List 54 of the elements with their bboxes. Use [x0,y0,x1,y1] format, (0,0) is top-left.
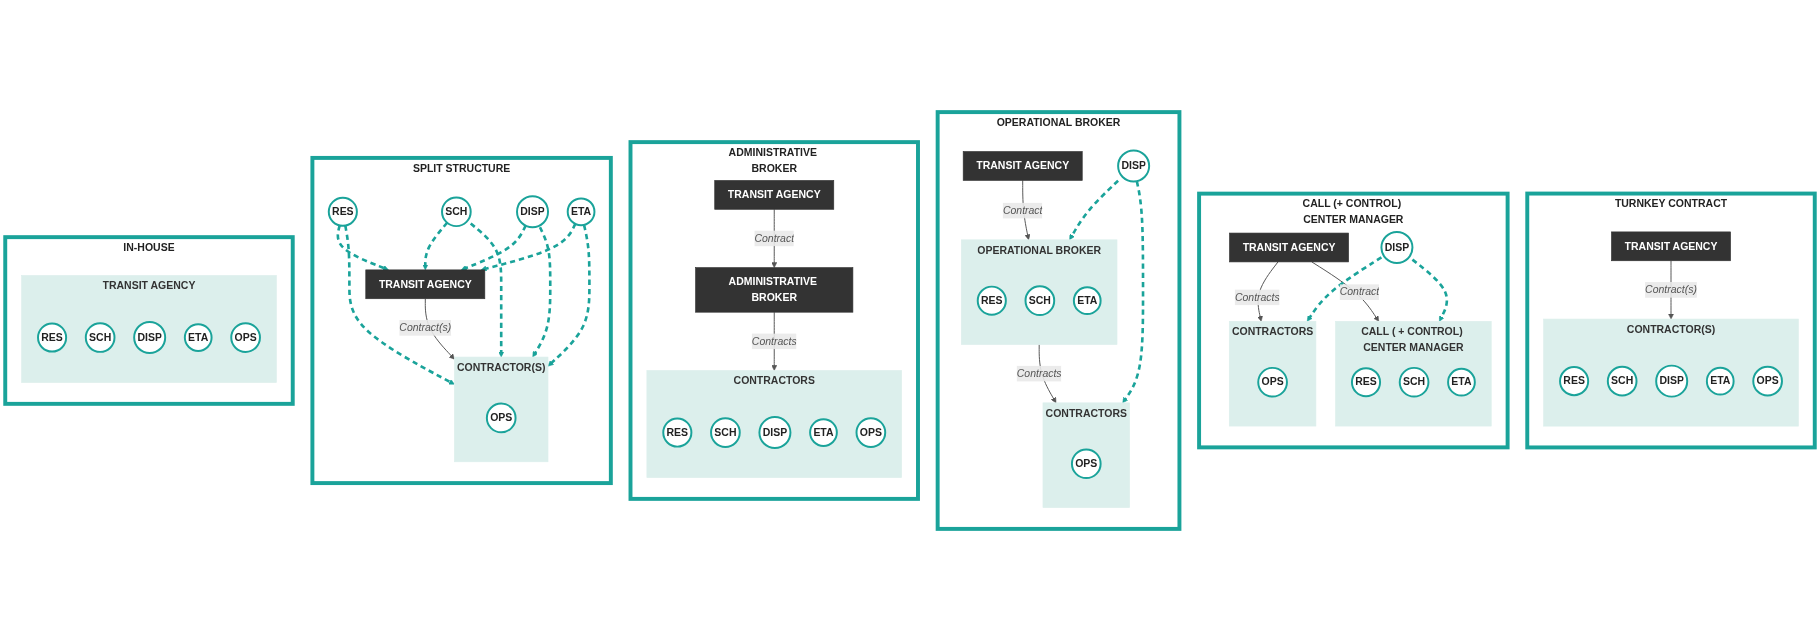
node-circle: SCH [84,322,116,353]
node-circle: ETA [1705,366,1735,396]
node-circle: SCH [1024,285,1056,317]
node-circle: DISP [1655,364,1689,398]
node-circle: ETA [183,323,213,352]
arrow [1069,179,1119,241]
arrow [422,221,449,271]
node-circle: RES [976,285,1007,316]
edge-label: Contracts [1016,367,1062,379]
edge-label: Contract [1339,286,1380,298]
node-box: TRANSIT AGENCY [962,151,1083,181]
arrow [532,226,552,358]
edge-label: Contract [1002,204,1043,216]
node-circle: ETA [1447,367,1476,397]
node-circle: ETA [566,197,596,227]
node-circle: OPS [485,402,517,434]
node-circle: RES [327,196,358,227]
node-box: TRANSIT AGENCY [1229,232,1349,263]
node-circle: ETA [809,418,838,447]
arrow [547,224,591,367]
node-circle: OPS [1070,448,1102,480]
node-circle: OPS [1257,366,1288,398]
arrow [1122,181,1145,404]
node-circle: DISP [516,195,550,229]
node-circle: SCH [441,196,472,228]
node-circle: RES [1559,366,1590,397]
node-box: TRANSIT AGENCY [1611,231,1731,262]
node-circle: RES [1350,367,1382,398]
arrow [460,225,527,271]
arrow [336,225,389,271]
node-circle: SCH [710,417,741,448]
arrow [469,222,505,358]
node-circle: OPS [230,322,261,353]
node-box: TRANSIT AGENCY [714,180,835,210]
node-circle: DISP [133,321,167,355]
node-circle: DISP [758,416,792,450]
edge-label: Contract(s) [399,321,452,334]
node-circle: OPS [1752,365,1783,397]
node-box: TRANSIT AGENCY [365,269,486,300]
node-circle: ETA [1072,286,1102,316]
node-circle: DISP [1117,149,1151,183]
node-circle: OPS [855,417,887,448]
edge-label: Contract(s) [1645,284,1697,296]
node-circle: RES [662,417,693,448]
node-circle: DISP [1380,231,1414,264]
edge-label: Contracts [751,335,797,347]
edge-label: Contract [754,232,795,244]
node-circle: RES [37,322,68,353]
arrow [480,223,577,272]
node-box: ADMINISTRATIVE BROKER [695,267,854,313]
arrow [1411,258,1449,322]
node-circle: SCH [1606,365,1638,397]
edge-label: Contracts [1234,291,1280,303]
node-circle: SCH [1398,366,1430,398]
